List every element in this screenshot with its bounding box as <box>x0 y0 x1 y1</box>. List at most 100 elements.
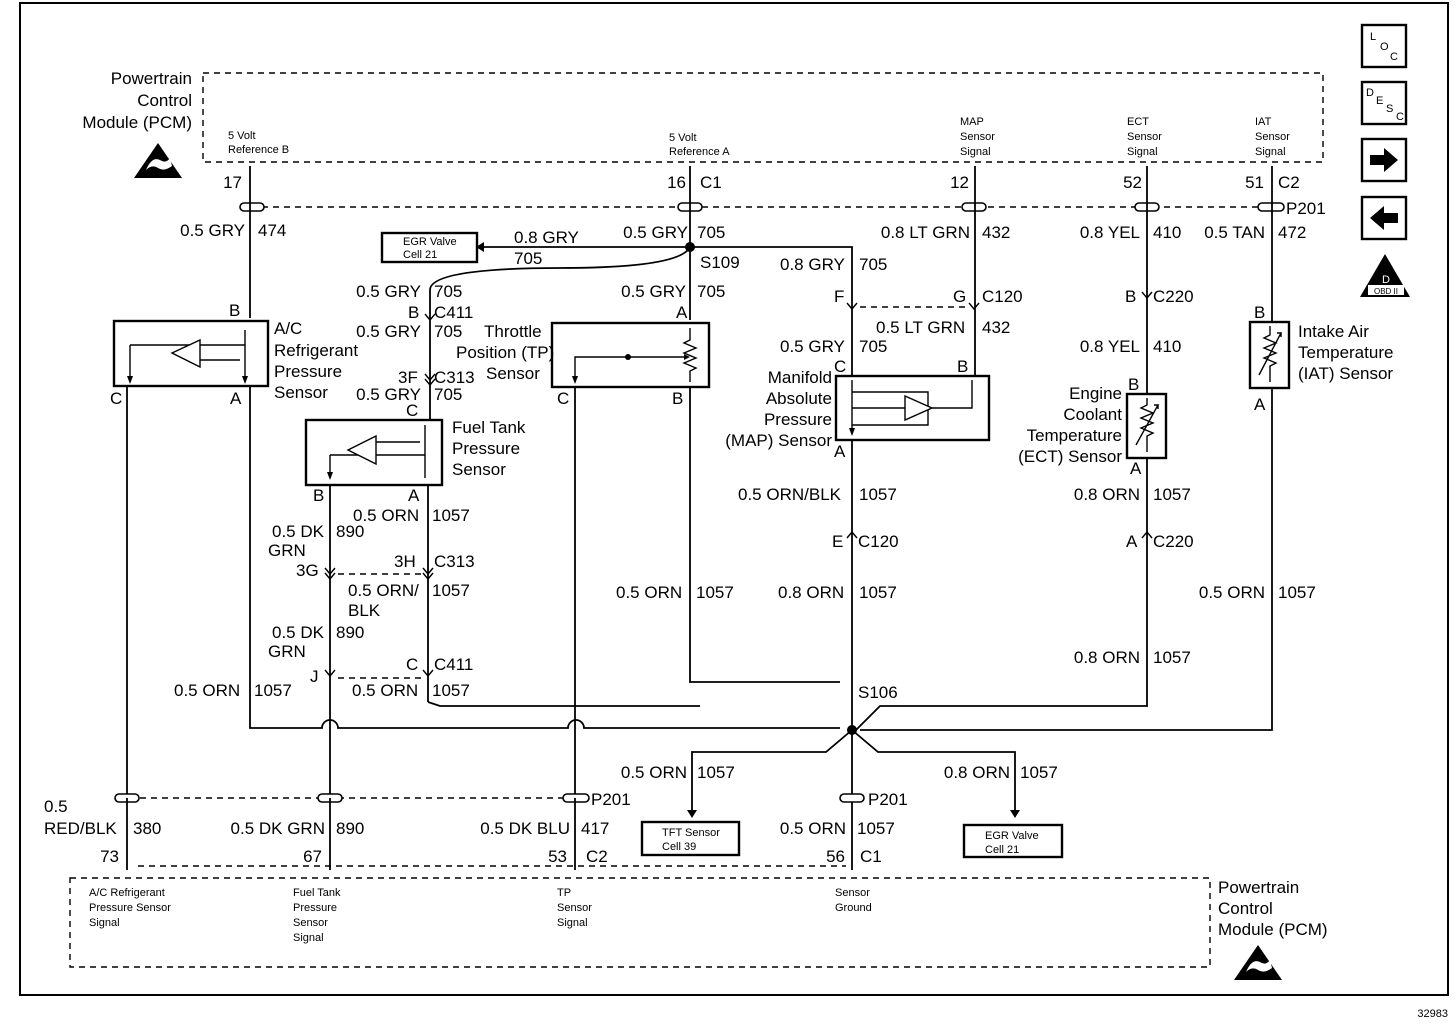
pin-12: 12 <box>950 173 969 192</box>
wire-705-egr-color: 0.8 GRY <box>514 228 579 247</box>
wire-1057a-color: 0.5 ORN <box>353 506 419 525</box>
splice-s106: S106 0.5 ORN 1057 TFT Sensor Cell 39 0.8… <box>621 683 1064 870</box>
wire-1057f-circuit: 1057 <box>859 485 897 504</box>
wire-1057f-color: 0.5 ORN/BLK <box>738 485 842 504</box>
tp-pin-c: C <box>557 389 569 408</box>
wire-1057d-color: 0.5 ORN <box>174 681 240 700</box>
fuel-signal-label-2: Pressure <box>293 902 337 914</box>
ect-sensor-name-2: Coolant <box>1063 405 1122 424</box>
location-button[interactable]: L O C <box>1360 23 1408 69</box>
pcm-top: Powertrain Control Module (PCM) 5 Volt R… <box>82 69 1325 218</box>
iat-sensor-name-2: Temperature <box>1298 343 1393 362</box>
map-pin-b: B <box>957 357 968 376</box>
wire-705c-circuit: 705 <box>697 282 725 301</box>
tft-ref-1: TFT Sensor <box>662 827 720 839</box>
fuel-signal-label-1: Fuel Tank <box>293 887 341 899</box>
c411-pin-b: B <box>408 303 419 322</box>
ect-sensor: 0.8 YEL 410 B C220 0.8 YEL 410 B Engine … <box>855 166 1194 731</box>
wire-1057l-circuit: 1057 <box>1020 763 1058 782</box>
fuel-pin-c: C <box>406 401 418 420</box>
pin-67: 67 <box>303 847 322 866</box>
next-page-button[interactable] <box>1360 137 1408 183</box>
c220-pin-b: B <box>1125 287 1136 306</box>
map-sensor-name-4: (MAP) Sensor <box>725 431 832 450</box>
tp-sensor-name-3: Sensor <box>486 364 540 383</box>
desc-letter-d: D <box>1366 87 1374 99</box>
fuel-tank-pressure-sensor: 0.5 GRY 705 B C411 0.5 GRY 705 3F C313 0… <box>304 282 526 505</box>
iat-pin-b: B <box>1254 303 1265 322</box>
connector-c2-top: C2 <box>1278 173 1300 192</box>
connector-c313: C313 <box>434 368 475 387</box>
ground-label-1: Sensor <box>835 887 870 899</box>
wire-705f-color: 0.5 GRY <box>780 337 845 356</box>
esd-warning-icon-bottom <box>1234 945 1282 980</box>
wire-1057b-color-1: 0.5 ORN/ <box>348 581 419 600</box>
obd-ii-icon[interactable]: D OBD II <box>1360 254 1410 297</box>
wire-890b-color-1: 0.5 DK <box>272 623 325 642</box>
wire-417-circuit: 417 <box>581 819 609 838</box>
map-sensor-name-2: Absolute <box>766 389 832 408</box>
egr-bottom-ref-2: Cell 21 <box>985 844 1019 856</box>
connector-c220-lower: C220 <box>1153 532 1194 551</box>
ac-signal-label-1: A/C Refrigerant <box>89 887 165 899</box>
wire-1057c-color: 0.5 ORN <box>616 583 682 602</box>
previous-page-button[interactable] <box>1360 195 1408 241</box>
connector-row-top <box>239 202 1285 212</box>
c220-pin-a: A <box>1126 532 1138 551</box>
pin-53: 53 <box>548 847 567 866</box>
c120-pin-f: F <box>834 287 844 306</box>
map-signal-label-1: MAP <box>960 116 984 128</box>
ect-pin-a: A <box>1130 459 1142 478</box>
pcm-bottom-name-1: Powertrain <box>1218 878 1299 897</box>
ect-sensor-name-3: Temperature <box>1027 426 1122 445</box>
tp-sensor-name-1: Throttle <box>484 322 542 341</box>
c313-pin-3g: 3G <box>296 561 319 580</box>
wire-890a-circuit: 890 <box>336 522 364 541</box>
wire-472-color: 0.5 TAN <box>1204 223 1265 242</box>
ac-sensor-name-3: Pressure <box>274 362 342 381</box>
iat-signal-label-3: Signal <box>1255 146 1286 158</box>
pcm-bottom-name-2: Control <box>1218 899 1273 918</box>
wire-472-circuit: 472 <box>1278 223 1306 242</box>
wire-890b-circuit: 890 <box>336 623 364 642</box>
ect-pin-b: B <box>1128 375 1139 394</box>
wire-1057e-color: 0.5 ORN <box>352 681 418 700</box>
map-signal-label-2: Sensor <box>960 131 995 143</box>
tft-ref-2: Cell 39 <box>662 841 696 853</box>
fuel-signal-label-3: Sensor <box>293 917 328 929</box>
reference-a-bus: 0.5 GRY 705 S109 0.5 GRY 705 0.8 GRY 705… <box>380 166 853 420</box>
wire-432b-circuit: 432 <box>982 318 1010 337</box>
ac-sensor-name-1: A/C <box>274 319 302 338</box>
pcm-top-name-1: Powertrain <box>111 69 192 88</box>
loc-letter-l: L <box>1370 31 1376 43</box>
wire-705b-color: 0.5 GRY <box>356 282 421 301</box>
wire-705a-color: 0.5 GRY <box>623 223 688 242</box>
splice-s109-label: S109 <box>700 253 740 272</box>
pin-16: 16 <box>667 173 686 192</box>
wire-1057e-circuit: 1057 <box>432 681 470 700</box>
wire-380-color-1: 0.5 <box>44 797 68 816</box>
wire-1057b-circuit: 1057 <box>432 581 470 600</box>
ect-signal-label-1: ECT <box>1127 116 1149 128</box>
desc-letter-s: S <box>1386 103 1393 115</box>
description-button[interactable]: D E S C <box>1360 80 1408 126</box>
loc-letter-o: O <box>1380 41 1389 53</box>
esd-warning-icon <box>134 143 182 178</box>
throttle-position-sensor: A Throttle Position (TP) Sensor C B 0.5 … <box>456 303 840 798</box>
fuel-pin-b: B <box>313 486 324 505</box>
wire-705e-circuit: 705 <box>859 255 887 274</box>
wire-1057l-color: 0.8 ORN <box>944 763 1010 782</box>
ac-signal-label-2: Pressure Sensor <box>89 902 171 914</box>
arrow-right-icon <box>1370 148 1398 172</box>
pcm-bottom: 73 67 53 C2 56 C1 A/C Refrigerant Pressu… <box>69 847 1328 980</box>
connector-c120: C120 <box>982 287 1023 306</box>
connector-c120-lower: C120 <box>858 532 899 551</box>
pin-17: 17 <box>223 173 242 192</box>
ac-sensor-name-2: Refrigerant <box>274 341 358 360</box>
ect-signal-label-3: Signal <box>1127 146 1158 158</box>
wire-1057m-color: 0.5 ORN <box>780 819 846 838</box>
wire-1057g-color: 0.8 ORN <box>778 583 844 602</box>
ac-pin-c: C <box>110 389 122 408</box>
wire-410b-circuit: 410 <box>1153 337 1181 356</box>
